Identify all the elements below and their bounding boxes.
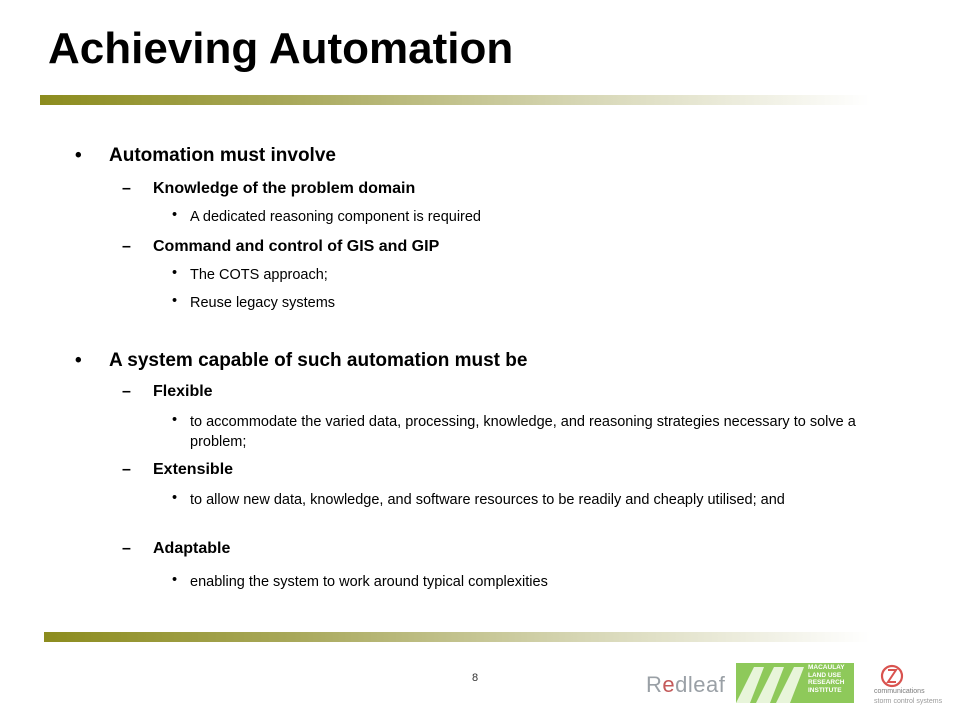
macaulay-line-3: RESEARCH: [808, 679, 845, 686]
bullet-marker: •: [75, 350, 82, 371]
item-marker: •: [172, 412, 178, 428]
dash-marker: –: [122, 238, 131, 255]
subbullet-text: Extensible: [153, 461, 234, 478]
bullet-text: A system capable of such automation must…: [109, 350, 528, 371]
item-text: A dedicated reasoning component is requi…: [190, 209, 481, 225]
redleaf-logo: Redleaf: [646, 672, 725, 698]
footer-divider: [44, 632, 870, 642]
macaulay-line-1: MACAULAY: [808, 664, 845, 671]
dash-marker: –: [122, 383, 131, 400]
bullet-text: Automation must involve: [109, 145, 336, 166]
redleaf-logo-e: e: [662, 672, 676, 697]
bullet-marker: •: [75, 145, 82, 166]
storm-logo-line-1: communications: [874, 688, 925, 695]
item-text: enabling the system to work around typic…: [190, 574, 548, 590]
item-text: to accommodate the varied data, processi…: [190, 414, 856, 450]
item-marker: •: [172, 490, 178, 506]
item-marker: •: [172, 207, 178, 223]
macaulay-logo-text: MACAULAY LAND USE RESEARCH INSTITUTE: [808, 664, 852, 694]
item-text: The COTS approach;: [190, 267, 328, 283]
dash-marker: –: [122, 180, 131, 197]
macaulay-line-2: LAND USE: [808, 671, 842, 679]
macaulay-line-4: INSTITUTE: [808, 686, 842, 694]
item-text: Reuse legacy systems: [190, 295, 336, 311]
storm-logo-line-2: storm control systems: [874, 698, 943, 705]
dash-marker: –: [122, 540, 131, 557]
item-text: to allow new data, knowledge, and softwa…: [190, 492, 785, 508]
subbullet-text: Command and control of GIS and GIP: [153, 238, 440, 255]
slide-title: Achieving Automation: [48, 24, 514, 73]
redleaf-logo-rest: dleaf: [675, 672, 726, 697]
title-divider: [40, 95, 870, 105]
subbullet-text: Flexible: [153, 383, 213, 400]
redleaf-logo-r: R: [646, 672, 663, 697]
macaulay-logo-icon: [736, 663, 854, 703]
page-number: 8: [472, 672, 479, 684]
item-marker: •: [172, 265, 178, 281]
dash-marker: –: [122, 461, 131, 478]
subbullet-text: Adaptable: [153, 540, 231, 557]
subbullet-text: Knowledge of the problem domain: [153, 180, 416, 197]
item-marker: •: [172, 572, 178, 588]
storm-logo-icon: [880, 664, 904, 688]
item-marker: •: [172, 293, 178, 309]
